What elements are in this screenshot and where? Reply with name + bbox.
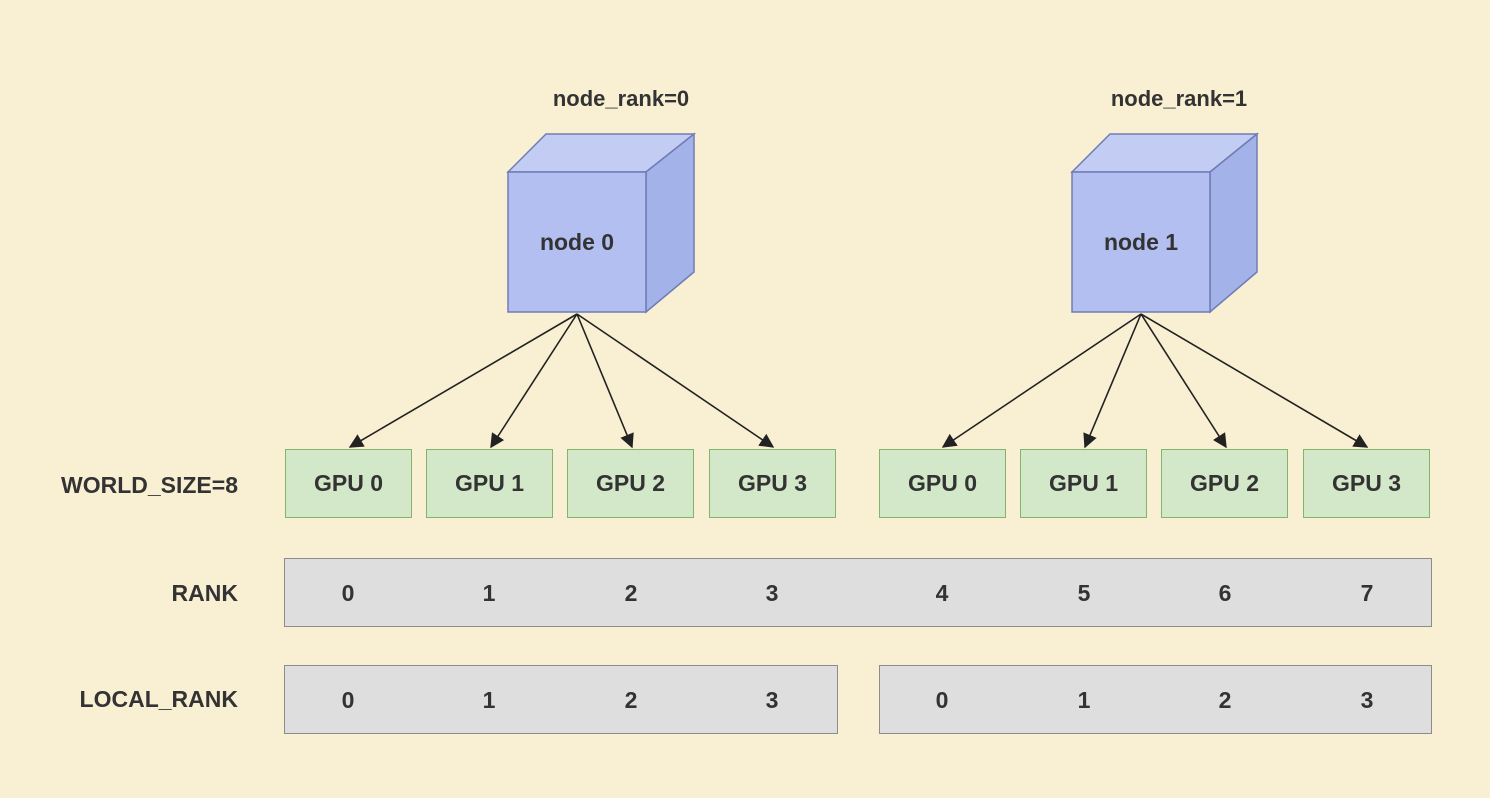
world-size-label: WORLD_SIZE=8 — [60, 472, 238, 498]
node0-gpu-0: GPU 0 — [285, 449, 412, 518]
arrow-node1-gpu3 — [1140, 313, 1369, 448]
node0-gpu-3: GPU 3 — [709, 449, 836, 518]
node-1-label: node 1 — [1104, 229, 1178, 255]
arrow-node1-gpu1 — [1083, 313, 1142, 449]
local-rank-value-5: 1 — [1077, 687, 1091, 713]
local-rank-value-6: 2 — [1218, 687, 1232, 713]
local-rank-value-0: 0 — [341, 687, 355, 713]
local-rank-value-7: 3 — [1360, 687, 1374, 713]
node0-gpu-1: GPU 1 — [426, 449, 553, 518]
node1-gpu-2: GPU 2 — [1161, 449, 1288, 518]
node-rank-1-label: node_rank=1 — [1110, 86, 1248, 111]
local-rank-value-1: 1 — [482, 687, 496, 713]
node1-gpu-1: GPU 1 — [1020, 449, 1147, 518]
rank-value-7: 7 — [1360, 580, 1374, 606]
arrow-node0-gpu2 — [576, 313, 634, 449]
node-0-arrows — [348, 313, 775, 449]
local-rank-value-2: 2 — [624, 687, 638, 713]
node1-gpu-3: GPU 3 — [1303, 449, 1430, 518]
local-rank-value-4: 0 — [935, 687, 949, 713]
local-rank-bar-node0 — [284, 665, 838, 734]
rank-value-0: 0 — [341, 580, 355, 606]
rank-value-3: 3 — [765, 580, 779, 606]
arrow-node0-gpu1 — [490, 313, 578, 449]
rank-value-2: 2 — [624, 580, 638, 606]
arrow-node1-gpu2 — [1140, 313, 1227, 449]
rank-value-4: 4 — [935, 580, 949, 606]
rank-row-label: RANK — [171, 580, 238, 606]
node-0-cube: node 0 — [506, 132, 697, 314]
local-rank-row-label: LOCAL_RANK — [79, 686, 238, 712]
arrow-node0-gpu0 — [348, 313, 578, 448]
rank-value-5: 5 — [1077, 580, 1091, 606]
arrow-node1-gpu0 — [941, 313, 1142, 448]
node-1-arrows — [941, 313, 1369, 449]
node-rank-0-label: node_rank=0 — [552, 86, 690, 111]
rank-value-6: 6 — [1218, 580, 1232, 606]
node-0-label: node 0 — [540, 229, 614, 255]
node1-gpu-0: GPU 0 — [879, 449, 1006, 518]
local-rank-value-3: 3 — [765, 687, 779, 713]
rank-bar — [284, 558, 1432, 627]
node-1-cube: node 1 — [1070, 132, 1260, 314]
node0-gpu-2: GPU 2 — [567, 449, 694, 518]
arrow-node0-gpu3 — [576, 313, 775, 448]
rank-value-1: 1 — [482, 580, 496, 606]
local-rank-bar-node1 — [879, 665, 1432, 734]
